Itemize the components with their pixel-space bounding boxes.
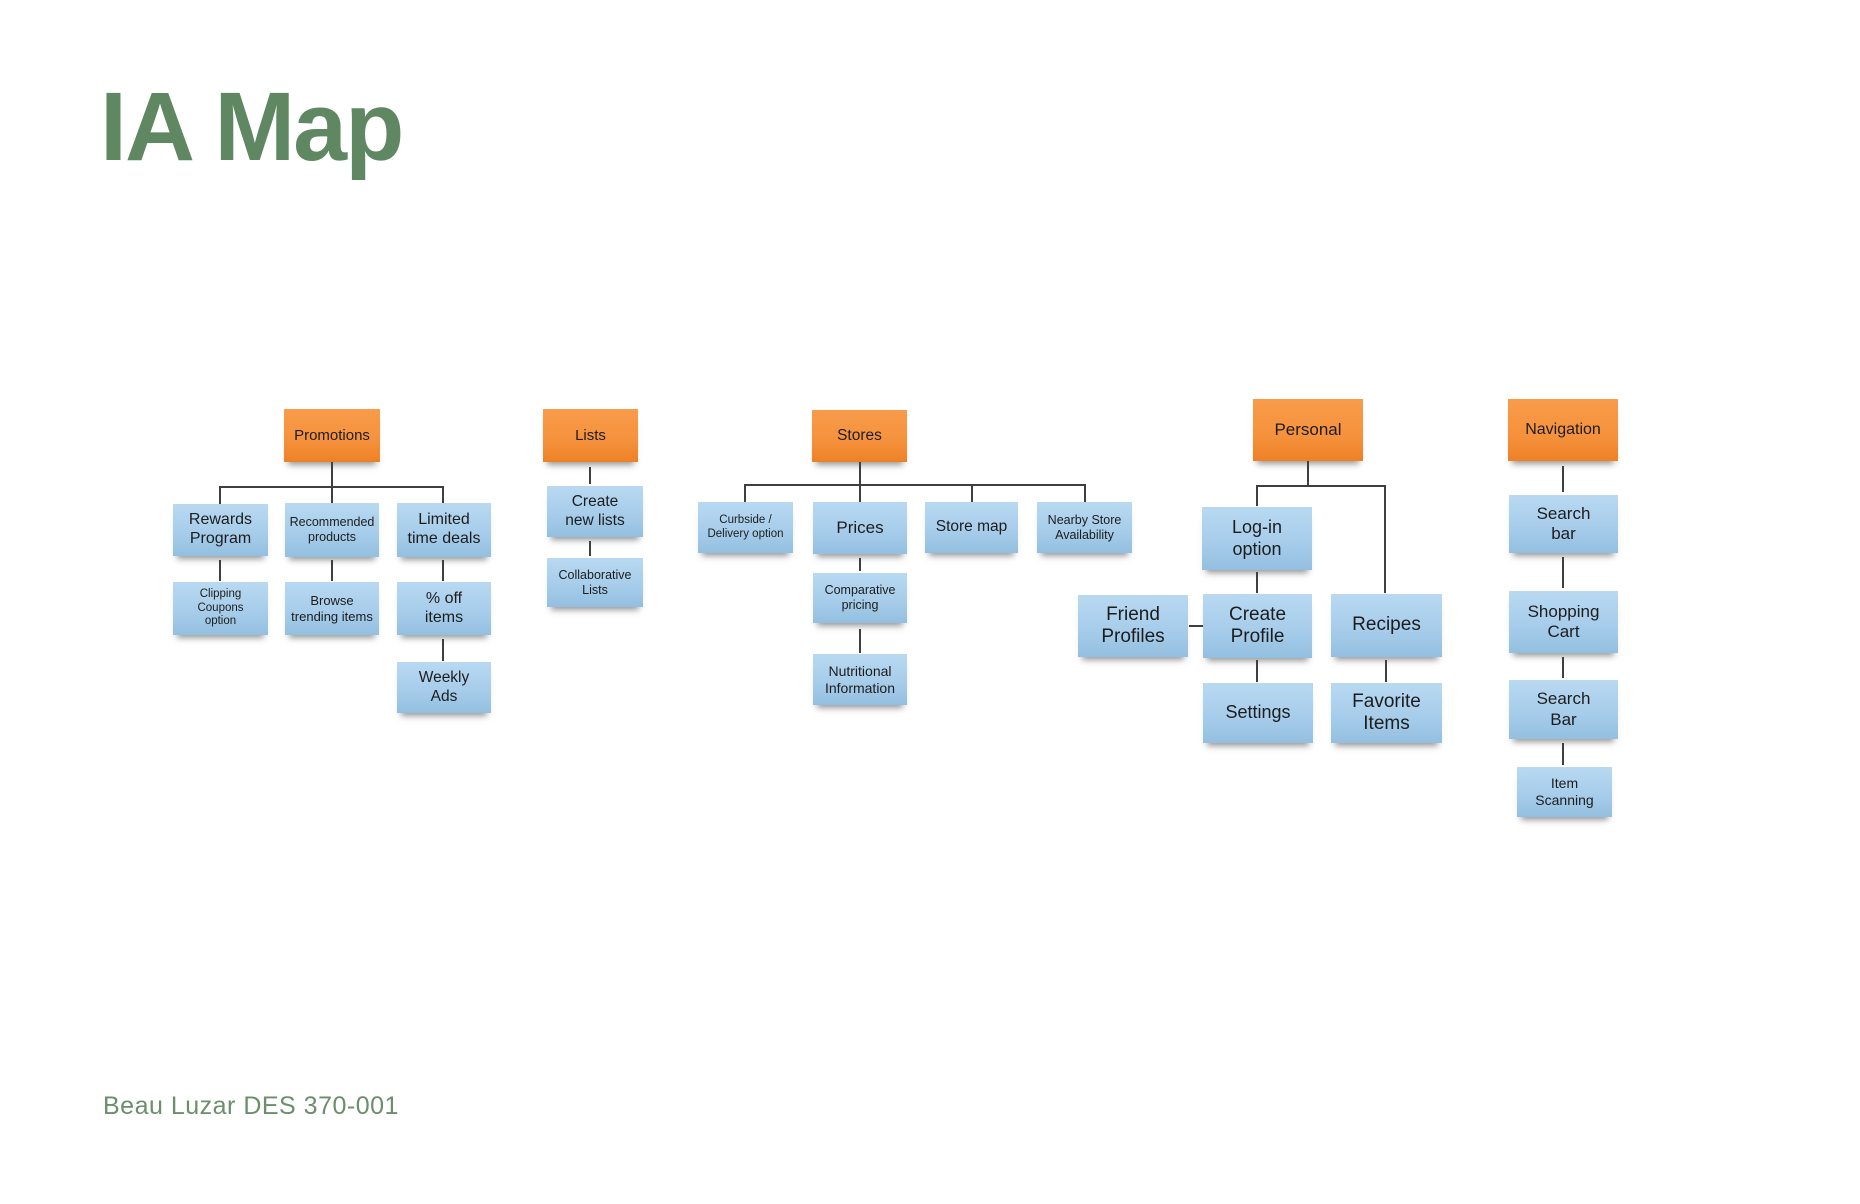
- note-weekly-ads: Weekly Ads: [397, 662, 491, 713]
- connector-login-createprofile: [1256, 572, 1258, 593]
- connector-searchbar-shoppingcart: [1562, 557, 1564, 588]
- connector-personal-recipes: [1384, 485, 1386, 593]
- connector-shoppingcart-searchbar2: [1562, 657, 1564, 678]
- connector-personal-login: [1256, 485, 1258, 506]
- connector-searchbar2-itemscanning: [1562, 743, 1564, 765]
- note-limited-time-deals: Limited time deals: [397, 503, 491, 557]
- connector-create-collaborative: [589, 541, 591, 556]
- connector-stores-rail: [744, 484, 1086, 486]
- note-personal: Personal: [1253, 399, 1363, 461]
- note-prices: Prices: [813, 502, 907, 554]
- note-curbside-delivery-option: Curbside / Delivery option: [698, 502, 793, 553]
- connector-promotions-rewards: [219, 486, 221, 504]
- connector-rewards-clipping: [219, 560, 221, 581]
- connector-friend-createprofile: [1189, 625, 1203, 627]
- note-stores: Stores: [812, 410, 907, 462]
- note-search-bar-2: Search Bar: [1509, 680, 1618, 739]
- connector-stores-curbside: [744, 484, 746, 502]
- connector-limited-percentoff: [442, 560, 444, 581]
- connector-prices-comparative: [859, 558, 861, 571]
- connector-personal-stem: [1307, 461, 1309, 487]
- connector-promotions-stem: [331, 462, 333, 487]
- note-search-bar: Search bar: [1509, 495, 1618, 553]
- note-browse-trending-items: Browse trending items: [285, 582, 379, 635]
- connector-createprofile-settings: [1256, 660, 1258, 682]
- connector-promotions-limited: [442, 486, 444, 503]
- note-recipes: Recipes: [1331, 594, 1442, 657]
- note-store-map: Store map: [925, 502, 1018, 553]
- note-nearby-store-availability: Nearby Store Availability: [1037, 502, 1132, 553]
- connector-recipes-favorite: [1385, 660, 1387, 682]
- connector-promotions-recommended: [331, 486, 333, 503]
- note-create-new-lists: Create new lists: [547, 486, 643, 537]
- connector-percentoff-weekly: [442, 639, 444, 661]
- note-collaborative-lists: Collaborative Lists: [547, 558, 643, 607]
- note-shopping-cart: Shopping Cart: [1509, 591, 1618, 653]
- note-navigation: Navigation: [1508, 399, 1618, 461]
- connector-stores-prices: [859, 484, 861, 502]
- note-nutritional-information: Nutritional Information: [813, 654, 907, 705]
- note-percent-off-items: % off items: [397, 582, 491, 635]
- page-title: IA Map: [100, 72, 404, 181]
- note-clipping-coupons-option: Clipping Coupons option: [173, 582, 268, 635]
- note-favorite-items: Favorite Items: [1331, 683, 1442, 743]
- note-settings: Settings: [1203, 683, 1313, 743]
- connector-recommended-browse: [331, 560, 333, 581]
- note-lists: Lists: [543, 409, 638, 462]
- note-recommended-products: Recommended products: [285, 503, 379, 557]
- connector-stores-nearby: [1084, 484, 1086, 502]
- note-friend-profiles: Friend Profiles: [1078, 595, 1188, 657]
- note-comparative-pricing: Comparative pricing: [813, 573, 907, 623]
- connector-comparative-nutritional: [859, 629, 861, 653]
- note-create-profile: Create Profile: [1203, 594, 1312, 658]
- note-rewards-program: Rewards Program: [173, 504, 268, 556]
- connector-stores-storemap: [971, 484, 973, 502]
- connector-personal-rail: [1256, 485, 1386, 487]
- credit-text: Beau Luzar DES 370-001: [103, 1092, 399, 1120]
- connector-lists-create: [589, 467, 591, 484]
- note-login-option: Log-in option: [1202, 507, 1312, 570]
- note-item-scanning: Item Scanning: [1517, 767, 1612, 817]
- note-promotions: Promotions: [284, 409, 380, 462]
- connector-navigation-searchbar: [1562, 466, 1564, 492]
- connector-stores-stem: [859, 462, 861, 485]
